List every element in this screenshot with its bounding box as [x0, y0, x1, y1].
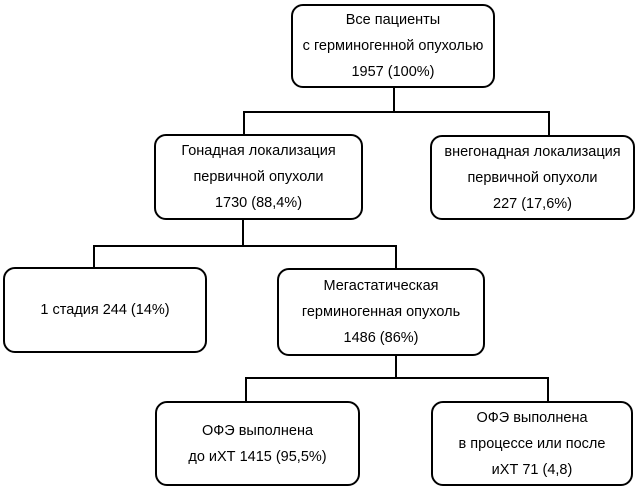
node-gonadal-line2: первичной опухоли: [193, 169, 324, 185]
node-ofe-before-chemo: ОФЭ выполнена до иХТ 1415 (95,5%): [155, 401, 360, 486]
connector-ofe-after-drop: [547, 377, 549, 402]
connector-gonadal-drop: [243, 111, 245, 135]
node-all-patients-count: 1957 (100%): [351, 64, 435, 80]
connector-metastatic-drop: [395, 245, 397, 269]
node-metastatic-count: 1486 (86%): [343, 330, 419, 346]
node-all-patients: Все пациенты с герминогенной опухолью 19…: [291, 4, 495, 88]
connector-level3-bar: [93, 245, 397, 247]
connector-extragonadal-drop: [548, 111, 550, 136]
connector-level4-bar: [245, 377, 549, 379]
node-extragonadal-count: 227 (17,6%): [493, 195, 572, 212]
node-ofe-during-or-after-chemo: ОФЭ выполнена в процессе или после иХТ 7…: [431, 401, 633, 486]
connector-gonadal-stem: [242, 219, 244, 247]
node-extragonadal-localization: внегонадная локализация первичной опухол…: [430, 135, 635, 220]
connector-metastatic-stem: [395, 355, 397, 379]
node-gonadal-count: 1730 (88,4%): [214, 195, 303, 211]
node-ofe-before-line1: ОФЭ выполнена: [201, 422, 314, 439]
node-gonadal-line1: Гонадная локализация: [181, 143, 336, 159]
connector-ofe-before-drop: [245, 377, 247, 402]
connector-stage1-drop: [93, 245, 95, 268]
node-metastatic-line1: Мегастатическая: [323, 278, 439, 294]
node-extragonadal-line2: первичной опухоли: [467, 169, 598, 186]
node-gonadal-localization: Гонадная локализация первичной опухоли 1…: [154, 134, 363, 220]
node-ofe-before-line2: до иХТ 1415 (95,5%): [188, 448, 327, 465]
node-ofe-after-count: иХТ 71 (4,8): [491, 461, 573, 478]
node-metastatic-line2: герминогенная опухоль: [301, 304, 461, 320]
node-all-patients-line2: с герминогенной опухолью: [302, 38, 484, 54]
node-stage1-line1: 1 стадия 244 (14%): [40, 302, 170, 318]
node-ofe-after-line2: в процессе или после: [458, 435, 606, 452]
connector-root-stem: [393, 87, 395, 113]
node-ofe-after-line1: ОФЭ выполнена: [476, 409, 588, 426]
connector-level2-bar: [243, 111, 550, 113]
node-extragonadal-line1: внегонадная локализация: [444, 143, 621, 160]
node-stage1: 1 стадия 244 (14%): [3, 267, 207, 353]
node-all-patients-line1: Все пациенты: [345, 12, 441, 28]
node-metastatic-tumor: Мегастатическая герминогенная опухоль 14…: [277, 268, 485, 356]
